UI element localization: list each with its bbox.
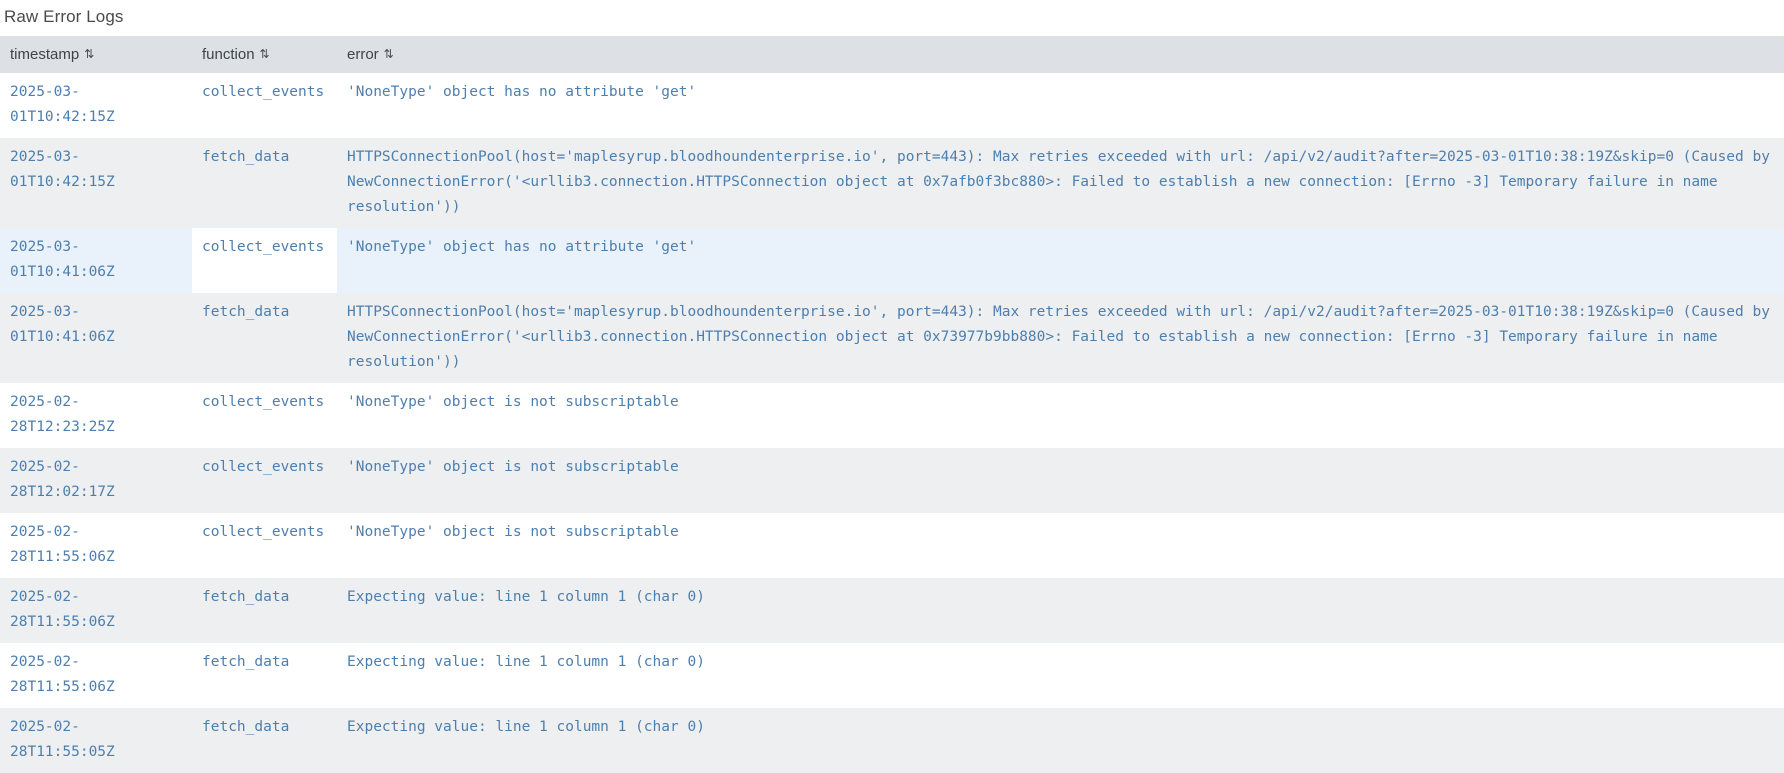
cell-error: HTTPSConnectionPool(host='maplesyrup.blo… — [337, 138, 1784, 228]
column-header-function[interactable]: function ⇅ — [192, 36, 337, 73]
cell-timestamp: 2025-02-28T11:55:06Z — [0, 513, 192, 578]
column-header-error[interactable]: error ⇅ — [337, 36, 1784, 73]
cell-function: fetch_data — [192, 293, 337, 383]
page-title: Raw Error Logs — [4, 7, 124, 26]
cell-timestamp: 2025-02-28T11:55:05Z — [0, 708, 192, 773]
cell-error: Expecting value: line 1 column 1 (char 0… — [337, 578, 1784, 643]
cell-function: fetch_data — [192, 578, 337, 643]
cell-function: collect_events — [192, 513, 337, 578]
cell-function: collect_events — [192, 448, 337, 513]
cell-timestamp: 2025-03-01T10:41:06Z — [0, 228, 192, 293]
sort-toggle-icon[interactable]: ⇅ — [84, 46, 95, 61]
column-header-timestamp[interactable]: timestamp ⇅ — [0, 36, 192, 73]
cell-function: fetch_data — [192, 708, 337, 773]
cell-timestamp: 2025-03-01T10:42:15Z — [0, 73, 192, 138]
cell-timestamp: 2025-02-28T12:23:25Z — [0, 383, 192, 448]
column-header-function-label: function — [202, 45, 255, 63]
cell-error: Expecting value: line 1 column 1 (char 0… — [337, 643, 1784, 708]
cell-function: collect_events — [192, 73, 337, 138]
cell-timestamp: 2025-02-28T11:55:06Z — [0, 578, 192, 643]
cell-error: 'NoneType' object has no attribute 'get' — [337, 73, 1784, 138]
sort-toggle-icon[interactable]: ⇅ — [383, 46, 394, 61]
cell-timestamp: 2025-03-01T10:42:15Z — [0, 138, 192, 228]
cell-error: 'NoneType' object is not subscriptable — [337, 383, 1784, 448]
cell-function: collect_events — [192, 383, 337, 448]
table-header-row: timestamp ⇅ function ⇅ error ⇅ — [0, 36, 1784, 73]
cell-error: Expecting value: line 1 column 1 (char 0… — [337, 708, 1784, 773]
cell-timestamp: 2025-03-01T10:41:06Z — [0, 293, 192, 383]
cell-function: fetch_data — [192, 138, 337, 228]
sort-toggle-icon[interactable]: ⇅ — [259, 46, 270, 61]
cell-error: 'NoneType' object is not subscriptable — [337, 513, 1784, 578]
cell-timestamp: 2025-02-28T11:55:06Z — [0, 643, 192, 708]
cell-error: 'NoneType' object has no attribute 'get' — [337, 228, 1784, 293]
table-header: timestamp ⇅ function ⇅ error ⇅ — [0, 36, 1784, 73]
error-logs-table: timestamp ⇅ function ⇅ error ⇅ 2025-03-01T1… — [0, 36, 1784, 773]
cell-timestamp: 2025-02-28T12:02:17Z — [0, 448, 192, 513]
cell-error: HTTPSConnectionPool(host='maplesyrup.blo… — [337, 293, 1784, 383]
column-header-error-label: error — [347, 45, 379, 63]
cell-error: 'NoneType' object is not subscriptable — [337, 448, 1784, 513]
cell-function: fetch_data — [192, 643, 337, 708]
cell-function: collect_events — [192, 228, 337, 293]
column-header-timestamp-label: timestamp — [10, 45, 80, 63]
